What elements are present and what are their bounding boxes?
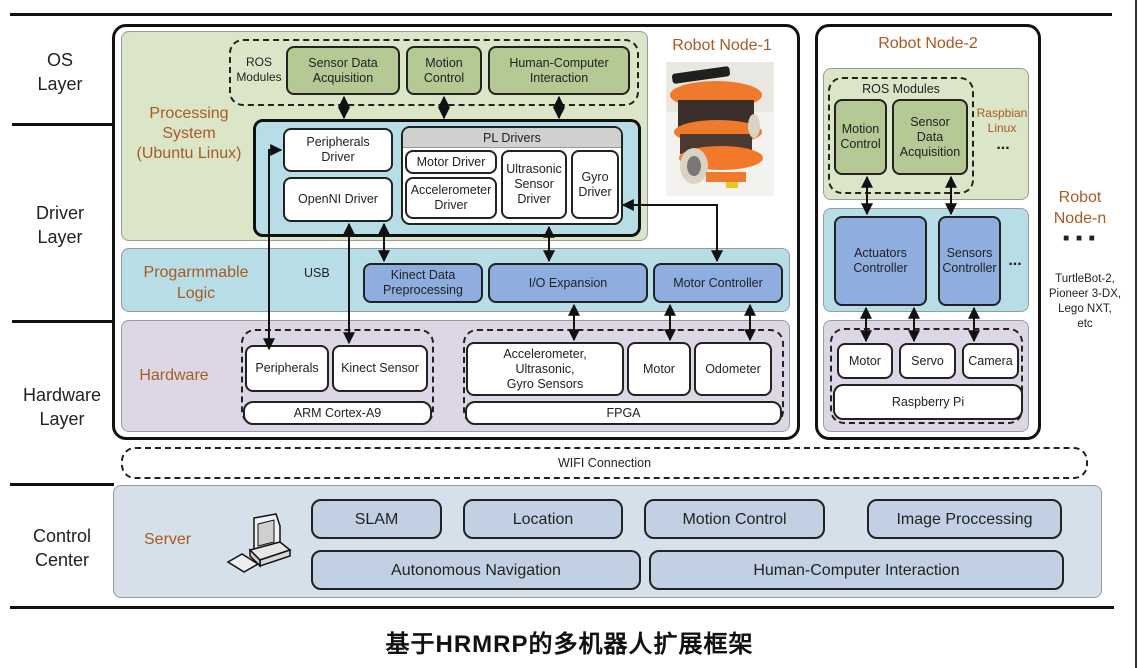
node2-sensor-data-acquisition: Sensor Data Acquisition — [892, 99, 968, 175]
robot-node-n-title: Robot Node-n — [1053, 189, 1107, 227]
io-expansion: I/O Expansion — [488, 263, 648, 303]
hw-kinect-sensor: Kinect Sensor — [332, 345, 428, 392]
divider-os-driver — [12, 123, 114, 126]
figure-caption: 基于HRMRP的多机器人扩展框架 — [385, 631, 754, 658]
divider-top — [10, 13, 1112, 16]
service-image-processing: Image Proccessing — [867, 499, 1062, 539]
raspberry-pi: Raspberry Pi — [833, 384, 1023, 420]
ros-module-motion-control: Motion Control — [406, 46, 482, 95]
robot-node-1-title: Robot Node-1 — [672, 37, 772, 54]
hw-accelerometer-ultrasonic-gyro: Accelerometer, Ultrasonic, Gyro Sensors — [466, 342, 624, 396]
pl-drivers-title: PL Drivers — [403, 128, 621, 148]
hw-peripherals: Peripherals — [245, 345, 329, 392]
hw-motor: Motor — [627, 342, 691, 396]
ros-modules-group — [229, 39, 639, 106]
node2-ros-modules-label: ROS Modules — [862, 82, 940, 96]
right-border — [1135, 0, 1137, 668]
peripherals-driver: Peripherals Driver — [283, 128, 393, 172]
hardware-label: Hardware — [139, 367, 209, 384]
actuators-controller: Actuators Controller — [834, 216, 927, 306]
gyro-driver: Gyro Driver — [571, 150, 619, 219]
divider-bottom — [10, 606, 1114, 609]
node2-servo: Servo — [899, 343, 956, 379]
arm-cortex-a9: ARM Cortex-A9 — [243, 401, 432, 425]
motor-controller: Motor Controller — [653, 263, 783, 303]
layer-label-control: Control Center — [32, 526, 92, 570]
node2-motor: Motor — [837, 343, 893, 379]
programmable-logic-label: Progarmmable Logic — [143, 264, 249, 302]
robot-node-n-dots: ■ ■ ■ — [1063, 233, 1097, 244]
hw-odometer: Odometer — [694, 342, 772, 396]
ros-module-human-computer-interaction: Human-Computer Interaction — [488, 46, 630, 95]
robot-photo — [666, 62, 774, 196]
kinect-data-preprocessing: Kinect Data Preprocessing — [363, 263, 483, 303]
node2-camera: Camera — [962, 343, 1019, 379]
service-slam: SLAM — [311, 499, 442, 539]
raspbian-linux-label: Raspbian Linux — [976, 106, 1028, 135]
openni-driver: OpenNI Driver — [283, 177, 393, 222]
service-autonomous-navigation: Autonomous Navigation — [311, 550, 641, 590]
ros-module-sensor-data-acquisition: Sensor Data Acquisition — [286, 46, 400, 95]
service-location: Location — [463, 499, 623, 539]
layer-label-hardware: Hardware Layer — [22, 385, 102, 429]
service-human-computer-interaction: Human-Computer Interaction — [649, 550, 1064, 590]
wifi-connection: WIFI Connection — [121, 447, 1088, 479]
processing-system-label: Processing System (Ubuntu Linux) — [136, 105, 242, 162]
layer-label-driver: Driver Layer — [36, 203, 84, 247]
sensors-controller: Sensors Controller — [938, 216, 1001, 306]
node2-logic-ellipsis: ... — [1008, 252, 1022, 269]
divider-control — [10, 483, 114, 486]
server-computer-icon — [224, 512, 294, 576]
fpga: FPGA — [465, 401, 782, 425]
node2-device-group — [830, 328, 1023, 424]
node2-motion-control: Motion Control — [834, 99, 887, 175]
ros-modules-label: ROS Modules — [236, 55, 282, 84]
server-label: Server — [144, 531, 192, 548]
node2-ros-modules-group — [828, 77, 974, 194]
ultrasonic-sensor-driver: Ultrasonic Sensor Driver — [501, 150, 567, 219]
usb-label: USB — [304, 266, 330, 280]
motor-driver: Motor Driver — [405, 150, 497, 174]
node2-os-ellipsis: ... — [996, 136, 1010, 153]
accelerometer-driver: Accelerometer Driver — [405, 177, 497, 219]
robot-node-2-title: Robot Node-2 — [878, 35, 978, 52]
robot-node-n-examples: TurtleBot-2, Pioneer 3-DX, Lego NXT, etc — [1048, 273, 1122, 330]
layer-label-os: OS Layer — [37, 50, 83, 94]
service-motion-control: Motion Control — [644, 499, 825, 539]
divider-driver-hardware — [12, 320, 114, 323]
